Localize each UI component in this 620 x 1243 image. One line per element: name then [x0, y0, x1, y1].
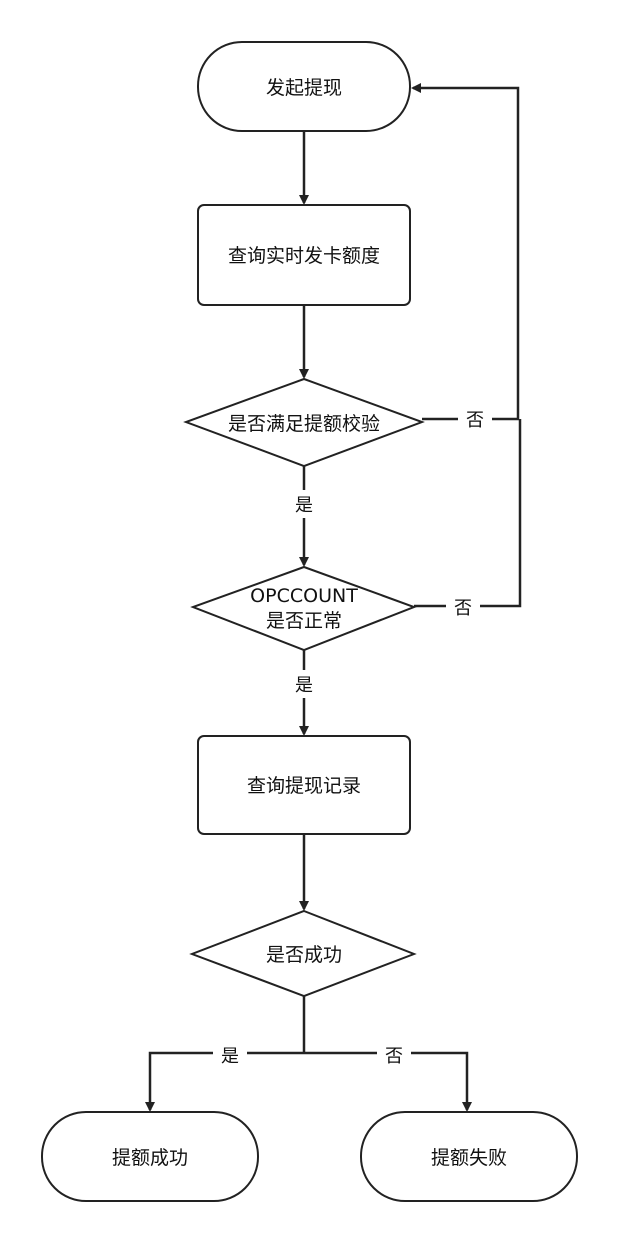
node-check-success-label: 是否成功	[266, 944, 342, 966]
node-start-label: 发起提现	[266, 77, 342, 99]
edge-label-opcount-yes: 是	[295, 675, 313, 696]
node-check-success: 是否成功	[189, 909, 417, 998]
node-query-quota-label: 查询实时发卡额度	[228, 245, 380, 267]
node-query-quota: 查询实时发卡额度	[197, 204, 411, 306]
edge-label-opcount-no: 否	[454, 598, 472, 619]
node-end-fail: 提额失败	[360, 1111, 578, 1202]
node-end-fail-label: 提额失败	[431, 1147, 507, 1169]
edge-check-success-no	[304, 1051, 472, 1112]
edge-check-success-yes	[145, 1051, 304, 1112]
node-start: 发起提现	[197, 41, 411, 132]
node-query-record: 查询提现记录	[197, 735, 411, 835]
node-check-quota-label: 是否满足提额校验	[228, 413, 380, 435]
node-check-opcount-label-1: OPCCOUNT	[250, 585, 358, 607]
edge-label-success-yes: 是	[221, 1046, 239, 1067]
node-query-record-label: 查询提现记录	[247, 775, 361, 797]
node-end-success: 提额成功	[41, 1111, 259, 1202]
node-check-opcount: OPCCOUNT 是否正常	[190, 565, 417, 652]
node-check-quota: 是否满足提额校验	[183, 377, 425, 468]
edge-label-quota-yes: 是	[295, 495, 313, 516]
node-check-opcount-label-2: 是否正常	[266, 610, 342, 632]
edge-opcount-no-loop	[414, 419, 522, 608]
edge-label-success-no: 否	[385, 1046, 403, 1067]
edge-check-quota-no-loop	[411, 83, 520, 421]
node-end-success-label: 提额成功	[112, 1147, 188, 1169]
edge-label-quota-no: 否	[466, 410, 484, 431]
